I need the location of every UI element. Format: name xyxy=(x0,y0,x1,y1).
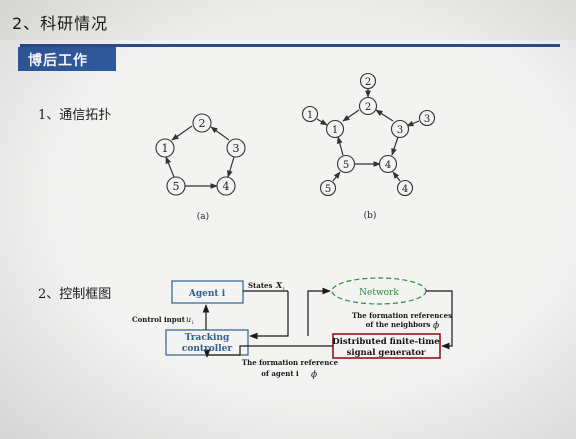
graph-b-node-4 xyxy=(378,154,398,174)
control-block-diagram: Agent i States X i Control input u i Tra… xyxy=(132,277,453,380)
edge-b-1-5 xyxy=(336,136,344,156)
states-sub: i xyxy=(283,286,285,292)
graph-b-node-5-label: 5 xyxy=(343,160,349,171)
graph-b-node-3-label: 3 xyxy=(397,125,403,136)
agent-reference-line2: of agent i xyxy=(261,369,299,378)
edge-b-3-4 xyxy=(391,136,399,156)
graph-b-leader-5 xyxy=(319,179,337,197)
graph-b-leader-5-label: 5 xyxy=(325,184,331,195)
agent-box xyxy=(171,280,244,304)
graph-a-node-2 xyxy=(192,113,212,133)
agent-reference-phi: ϕ xyxy=(311,370,317,380)
header-bar: 2、科研情况 xyxy=(0,0,576,40)
neighbors-to-generator-line xyxy=(426,290,453,350)
states-feedback-line xyxy=(249,291,289,340)
graph-b-leader-2 xyxy=(359,72,377,90)
edge-b-2-1 xyxy=(342,109,360,122)
edge-b-leader-3 xyxy=(406,120,420,127)
agent-label: Agent i xyxy=(188,289,226,299)
edge-b-leader-4 xyxy=(392,171,401,182)
edge-a-3-4 xyxy=(227,156,235,178)
graph-a-node-5 xyxy=(166,176,186,196)
graph-b-node-4-label: 4 xyxy=(385,160,391,171)
graph-b-leader-3-label: 3 xyxy=(424,114,430,125)
graph-b-leader-2-label: 2 xyxy=(365,77,371,88)
neighbors-phi: ϕ xyxy=(433,321,439,331)
edge-b-leader-5 xyxy=(332,171,341,182)
graph-b-leader-1-label: 1 xyxy=(307,110,313,121)
edge-a-2-1 xyxy=(171,125,193,141)
to-network-line xyxy=(307,287,331,336)
graph-b-node-2-label: 2 xyxy=(365,102,371,113)
tracking-label-line2: controller xyxy=(182,344,232,354)
page-title: 2、科研情况 xyxy=(12,14,109,33)
graph-b-leader-4-label: 4 xyxy=(402,184,408,195)
agent-reference-line1: The formation reference xyxy=(242,358,339,367)
edge-b-leader-1 xyxy=(316,118,328,126)
section-label-topology: 1、通信拓扑 xyxy=(38,108,112,123)
control-input-label: Control input xyxy=(132,315,186,324)
graph-a-edges xyxy=(165,125,235,189)
title-rule xyxy=(20,44,560,47)
graph-a-node-4-label: 4 xyxy=(223,180,230,193)
edge-b-2-3 xyxy=(375,109,394,122)
graph-a-node-3 xyxy=(226,138,246,158)
graph-a-node-5-label: 5 xyxy=(173,180,180,193)
generator-label-line1: Distributed finite-time xyxy=(332,337,440,347)
graph-b-node-5 xyxy=(336,154,356,174)
graph-b-leader-1 xyxy=(301,105,319,123)
graph-a-node-4 xyxy=(216,176,236,196)
states-symbol: X xyxy=(275,280,283,290)
graph-b-caption: (b) xyxy=(364,210,377,221)
section-banner: 博后工作 xyxy=(18,47,116,71)
edge-a-2-3 xyxy=(210,126,230,141)
reference-to-controller-line xyxy=(207,345,333,356)
control-sub: i xyxy=(192,320,194,326)
graph-b-node-1 xyxy=(325,119,345,139)
neighbors-label-line2: of the neighbors xyxy=(366,320,431,329)
graph-a: 2 1 3 5 4 (a) xyxy=(155,113,246,222)
graph-b-leader-3 xyxy=(418,109,436,127)
neighbors-label-line1: The formation references xyxy=(352,311,452,320)
graph-a-node-3-label: 3 xyxy=(233,142,240,155)
section-label-block-diagram: 2、控制框图 xyxy=(38,287,112,302)
network-label: Network xyxy=(359,288,399,298)
graph-b-leader-4 xyxy=(396,179,414,197)
tracking-label-line1: Tracking xyxy=(185,333,230,343)
states-label: States xyxy=(248,281,273,290)
graph-b-node-1-label: 1 xyxy=(332,125,338,136)
graph-a-caption: (a) xyxy=(197,211,209,222)
graph-b-node-2 xyxy=(358,96,378,116)
banner-title: 博后工作 xyxy=(28,53,88,69)
graph-a-node-1-label: 1 xyxy=(162,142,169,155)
control-symbol: u xyxy=(186,315,191,324)
graph-a-node-1 xyxy=(155,138,175,158)
graph-b-node-3 xyxy=(390,119,410,139)
graph-b: 2 1 3 5 4 2 1 3 4 5 (b) xyxy=(301,72,436,221)
edge-a-1-5 xyxy=(165,156,175,178)
generator-label-line2: signal generator xyxy=(347,348,426,358)
graph-b-edges xyxy=(316,89,420,182)
graph-a-node-2-label: 2 xyxy=(199,117,206,130)
